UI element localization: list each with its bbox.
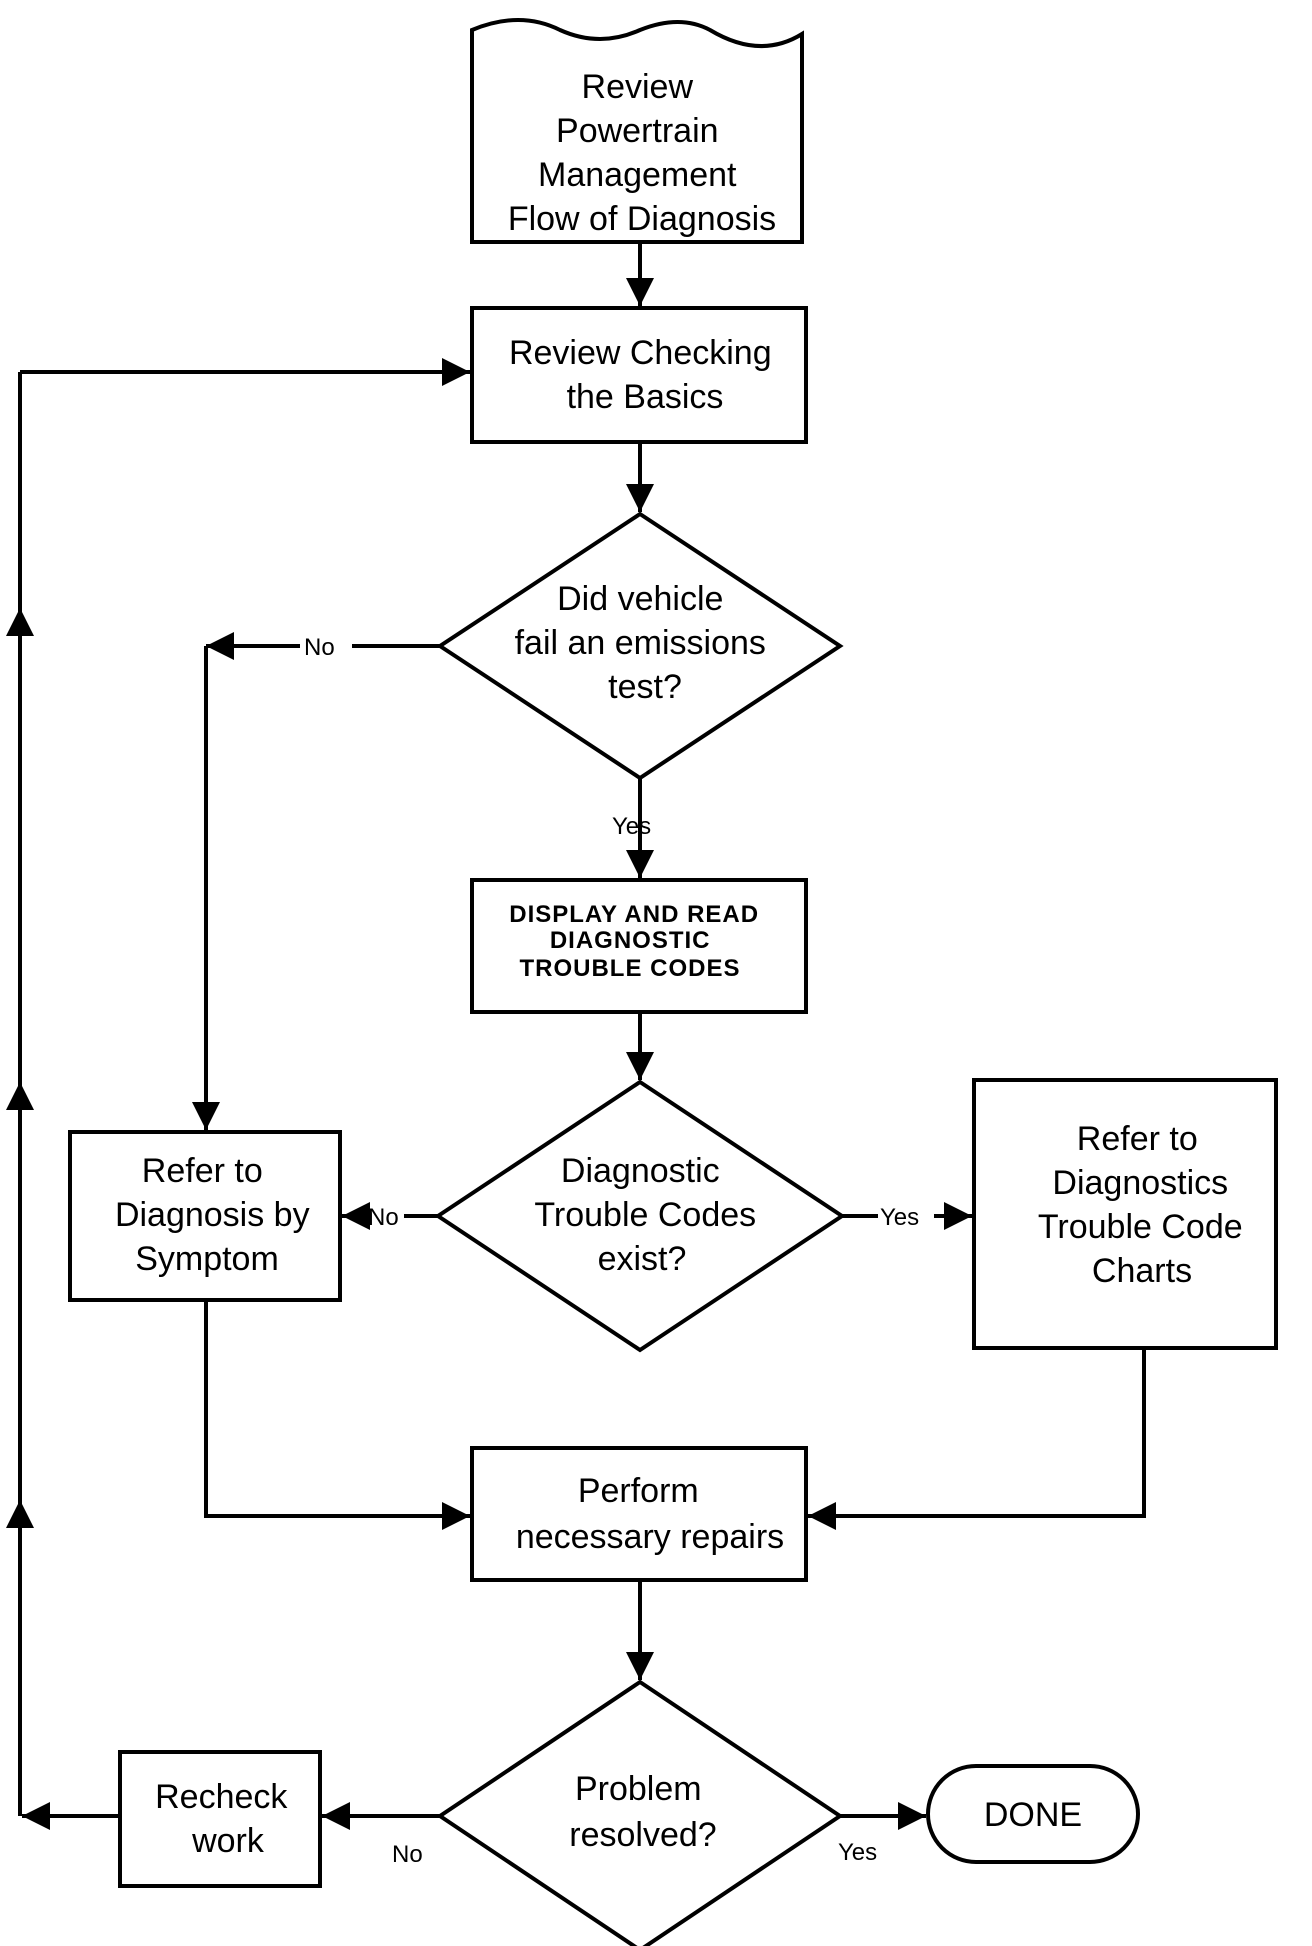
- display-codes-line-2: DIAGNOSTIC: [550, 927, 711, 954]
- resolved-no-label: No: [392, 1841, 423, 1868]
- svg-text:Diagnostic Trouble Codes: Diagnostic Trouble Codes exist?: [534, 1152, 765, 1278]
- svg-text:Refer to Diagnostics: Refer to Diagnostics Trouble Code Charts: [1038, 1120, 1252, 1290]
- svg-text:Problem resolved?: Problem resolved?: [569, 1770, 716, 1854]
- symptom-line-1: Refer to: [142, 1152, 263, 1190]
- repairs-line-1: Perform: [578, 1472, 699, 1510]
- display-codes-box: DISPLAY AND READ DIAGNOSTIC TROUBLE CODE…: [470, 878, 808, 1014]
- resolved-yes-label: Yes: [838, 1839, 877, 1866]
- review-flow-line-4: Flow of Diagnosis: [508, 200, 776, 238]
- edge-symptom-to-repairs: [204, 1300, 470, 1530]
- emissions-line-1: Did vehicle: [557, 580, 723, 618]
- charts-line-2: Diagnostics: [1052, 1164, 1228, 1202]
- resolved-line-2: resolved?: [569, 1816, 716, 1854]
- codes-no-label: No: [368, 1204, 399, 1231]
- resolved-line-1: Problem: [575, 1770, 702, 1808]
- svg-text:Recheck work: Recheck work: [155, 1778, 297, 1860]
- display-codes-line-1: DISPLAY AND READ: [509, 901, 759, 928]
- review-flow-line-3: Management: [538, 156, 737, 194]
- codes-exist-decision-diamond: Diagnostic Trouble Codes exist?: [434, 1079, 846, 1353]
- review-flow-document: Review Powertrain Management Flow of Dia…: [470, 18, 804, 244]
- charts-line-4: Charts: [1092, 1252, 1192, 1290]
- charts-line-1: Refer to: [1077, 1120, 1198, 1158]
- display-codes-line-3: TROUBLE CODES: [519, 955, 740, 982]
- codes-yes-label: Yes: [880, 1204, 919, 1231]
- svg-text:Perform necessary repair: Perform necessary repairs: [516, 1472, 784, 1556]
- svg-text:Refer to Diagnosis by: Refer to Diagnosis by Symptom: [115, 1152, 319, 1278]
- svg-text:Review Powertrain: Review Powertrain Management Flow of Dia…: [508, 68, 776, 238]
- done-label: DONE: [984, 1796, 1082, 1834]
- emissions-no-label: No: [304, 634, 335, 661]
- emissions-yes-label: Yes: [612, 813, 651, 840]
- review-basics-line-2: the Basics: [567, 378, 724, 416]
- resolved-decision-diamond: Problem resolved?: [436, 1679, 844, 1946]
- emissions-decision-diamond: Did vehicle fail an emissions test?: [436, 511, 844, 781]
- svg-text:Review Checking the Basi: Review Checking the Basics: [509, 334, 781, 416]
- recheck-line-1: Recheck: [155, 1778, 288, 1816]
- trouble-code-charts-box: Refer to Diagnostics Trouble Code Charts: [972, 1078, 1278, 1350]
- symptom-line-3: Symptom: [135, 1240, 279, 1278]
- svg-text:Did vehicle fail an emis: Did vehicle fail an emissions test?: [515, 580, 776, 706]
- repairs-line-2: necessary repairs: [516, 1518, 784, 1556]
- codes-exist-line-3: exist?: [598, 1240, 687, 1278]
- codes-exist-line-1: Diagnostic: [561, 1152, 720, 1190]
- perform-repairs-box: Perform necessary repairs: [470, 1446, 808, 1582]
- recheck-work-box: Recheck work: [118, 1750, 322, 1888]
- emissions-line-2: fail an emissions: [515, 624, 766, 662]
- edge-charts-to-repairs: [808, 1348, 1146, 1530]
- recheck-line-2: work: [191, 1822, 265, 1860]
- symptom-line-2: Diagnosis by: [115, 1196, 310, 1234]
- review-flow-line-2: Powertrain: [556, 112, 719, 150]
- review-basics-box: Review Checking the Basics: [470, 306, 808, 444]
- svg-text:DISPLAY AND READ DIAGN: DISPLAY AND READ DIAGNOSTIC TROUBLE CODE…: [509, 901, 767, 982]
- emissions-line-3: test?: [608, 668, 682, 706]
- charts-line-3: Trouble Code: [1038, 1208, 1243, 1246]
- review-flow-line-1: Review: [582, 68, 694, 106]
- codes-exist-line-2: Trouble Codes: [534, 1196, 756, 1234]
- review-basics-line-1: Review Checking: [509, 334, 772, 372]
- diagnosis-by-symptom-box: Refer to Diagnosis by Symptom: [68, 1130, 342, 1302]
- done-terminator: DONE: [926, 1764, 1140, 1864]
